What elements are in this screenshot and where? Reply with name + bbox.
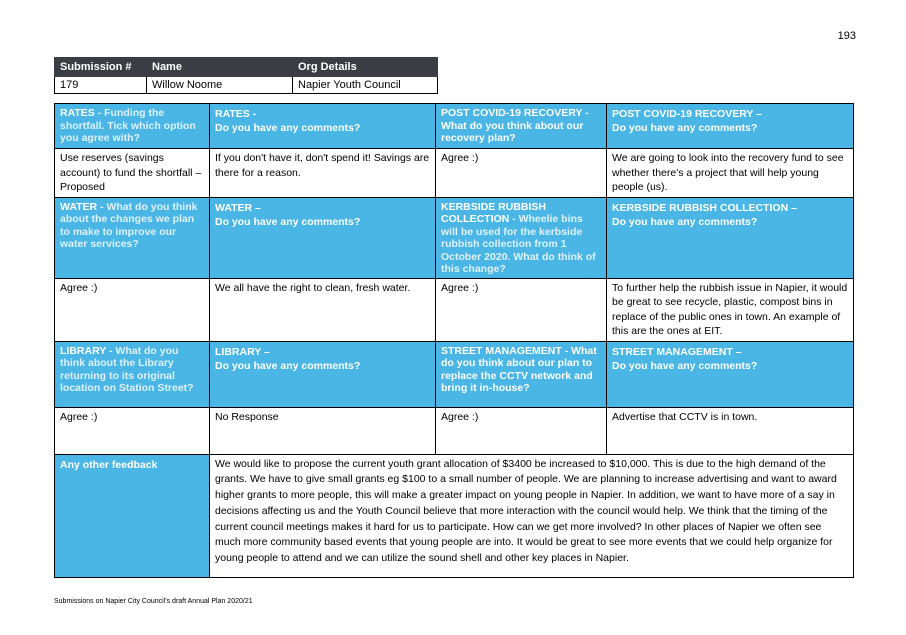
rates-comment: If you don't have it, don't spend it! Sa… [209, 148, 436, 198]
org-details-header: Org Details [292, 57, 438, 77]
rubbish-answer: Agree :) [435, 277, 607, 342]
recovery-answer: Agree :) [435, 148, 607, 198]
recovery-question: POST COVID-19 RECOVERY - What do you thi… [435, 103, 607, 149]
water-comments-question: WATER –Do you have any comments? [209, 196, 436, 279]
other-feedback-row: Any other feedback We would like to prop… [54, 453, 854, 578]
rates-recovery-header-row: RATES - Funding the shortfall. Tick whic… [54, 103, 854, 149]
library-answer: Agree :) [54, 406, 210, 455]
page-number: 193 [837, 30, 856, 42]
other-feedback-text: We would like to propose the current you… [209, 453, 854, 578]
org-details: Napier Youth Council [292, 76, 438, 94]
rubbish-comment: To further help the rubbish issue in Nap… [606, 277, 854, 342]
street-question: STREET MANAGEMENT - What do you think ab… [435, 340, 607, 408]
rates-recovery-answer-row: Use reserves (savings account) to fund t… [54, 148, 854, 198]
library-comment: No Response [209, 406, 436, 455]
library-comments-question: LIBRARY –Do you have any comments? [209, 340, 436, 408]
library-street-header-row: LIBRARY - What do you think about the Li… [54, 340, 854, 408]
library-street-answer-row: Agree :) No Response Agree :) Advertise … [54, 406, 854, 455]
recovery-comments-question: POST COVID-19 RECOVERY –Do you have any … [606, 103, 854, 149]
rubbish-question: KERBSIDE RUBBISH COLLECTION - Wheelie bi… [435, 196, 607, 279]
water-comment: We all have the right to clean, fresh wa… [209, 277, 436, 342]
submission-data-row: 179 Willow Noome Napier Youth Council [54, 76, 438, 94]
submission-number-header: Submission # [54, 57, 147, 77]
water-question: WATER - What do you think about the chan… [54, 196, 210, 279]
rates-answer: Use reserves (savings account) to fund t… [54, 148, 210, 198]
submitter-name: Willow Noome [146, 76, 293, 94]
recovery-comment: We are going to look into the recovery f… [606, 148, 854, 198]
water-answer: Agree :) [54, 277, 210, 342]
feedback-table: RATES - Funding the shortfall. Tick whic… [54, 103, 854, 578]
street-comments-question: STREET MANAGEMENT –Do you have any comme… [606, 340, 854, 408]
submission-number: 179 [54, 76, 147, 94]
rubbish-comments-question: KERBSIDE RUBBISH COLLECTION –Do you have… [606, 196, 854, 279]
submission-header-row: Submission # Name Org Details [54, 57, 438, 77]
rates-question: RATES - Funding the shortfall. Tick whic… [54, 103, 210, 149]
rates-comments-question: RATES -Do you have any comments? [209, 103, 436, 149]
library-question: LIBRARY - What do you think about the Li… [54, 340, 210, 408]
water-rubbish-header-row: WATER - What do you think about the chan… [54, 196, 854, 279]
street-answer: Agree :) [435, 406, 607, 455]
page-footer: Submissions on Napier City Council's dra… [54, 598, 253, 605]
other-feedback-label: Any other feedback [54, 453, 210, 578]
name-header: Name [146, 57, 293, 77]
submission-table: Submission # Name Org Details 179 Willow… [54, 57, 438, 94]
street-comment: Advertise that CCTV is in town. [606, 406, 854, 455]
water-rubbish-answer-row: Agree :) We all have the right to clean,… [54, 277, 854, 342]
